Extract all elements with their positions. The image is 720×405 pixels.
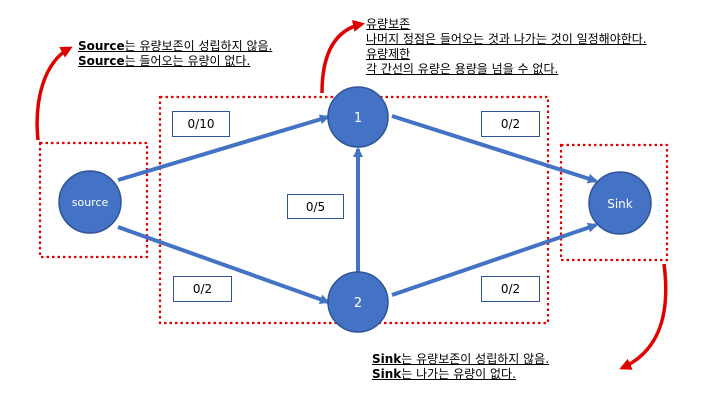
edge-1-sink xyxy=(391,114,598,184)
node-sink-label: Sink xyxy=(607,197,633,211)
source-note: Source는 유량보존이 성립하지 않음. Source는 들어오는 유량이 … xyxy=(78,39,272,69)
sink-note-line1-text: 는 유량보존이 성립하지 않음. xyxy=(401,352,550,366)
capacity-source-1: 0/10 xyxy=(172,111,230,137)
node-sink: Sink xyxy=(588,171,652,235)
capacity-source-2: 0/2 xyxy=(173,276,232,302)
source-note-line1: Source는 유량보존이 성립하지 않음. xyxy=(78,39,272,54)
edge-source-1 xyxy=(117,114,330,182)
middle-note-heading2: 유량제한 xyxy=(366,47,411,61)
source-note-line1-text: 는 유량보존이 성립하지 않음. xyxy=(124,39,273,53)
node-2-label: 2 xyxy=(354,296,362,311)
edge-source-2 xyxy=(117,225,330,305)
middle-note: 유량보존 나머지 정점은 들어오는 것과 나가는 것이 일정해야한다. 유량제한… xyxy=(366,17,647,77)
middle-note-heading1: 유량보존 xyxy=(366,17,411,31)
source-note-line2: Source는 들어오는 유량이 없다. xyxy=(78,54,272,69)
node-source-label: source xyxy=(72,196,109,209)
node-1-label: 1 xyxy=(354,111,362,126)
sink-note: Sink는 유량보존이 성립하지 않음. Sink는 나가는 유량이 없다. xyxy=(372,352,549,382)
node-2: 2 xyxy=(327,271,389,333)
middle-callout-arrow xyxy=(320,20,365,94)
source-note-line2-text: 는 들어오는 유량이 없다. xyxy=(124,54,251,68)
capacity-2-sink: 0/2 xyxy=(481,276,540,302)
sink-note-line1: Sink는 유량보존이 성립하지 않음. xyxy=(372,352,549,367)
source-callout-arrow xyxy=(35,46,73,141)
sink-note-line2: Sink는 나가는 유량이 없다. xyxy=(372,367,549,382)
edge-2-sink xyxy=(391,222,598,297)
sink-note-line1-subject: Sink xyxy=(372,352,402,366)
sink-callout-arrow xyxy=(619,263,668,370)
middle-note-line2: 각 간선의 유량은 용량을 넘을 수 없다. xyxy=(366,62,559,76)
capacity-1-sink: 0/2 xyxy=(481,111,540,137)
middle-note-line1: 나머지 정점은 들어오는 것과 나가는 것이 일정해야한다. xyxy=(366,32,647,46)
capacity-2-1: 0/5 xyxy=(287,194,344,219)
node-1: 1 xyxy=(327,86,389,148)
source-note-line2-subject: Source xyxy=(78,54,125,68)
sink-note-line2-subject: Sink xyxy=(372,367,402,381)
source-note-line1-subject: Source xyxy=(78,39,125,53)
sink-note-line2-text: 는 나가는 유량이 없다. xyxy=(401,367,516,381)
node-source: source xyxy=(58,170,122,234)
source-region xyxy=(38,141,149,259)
